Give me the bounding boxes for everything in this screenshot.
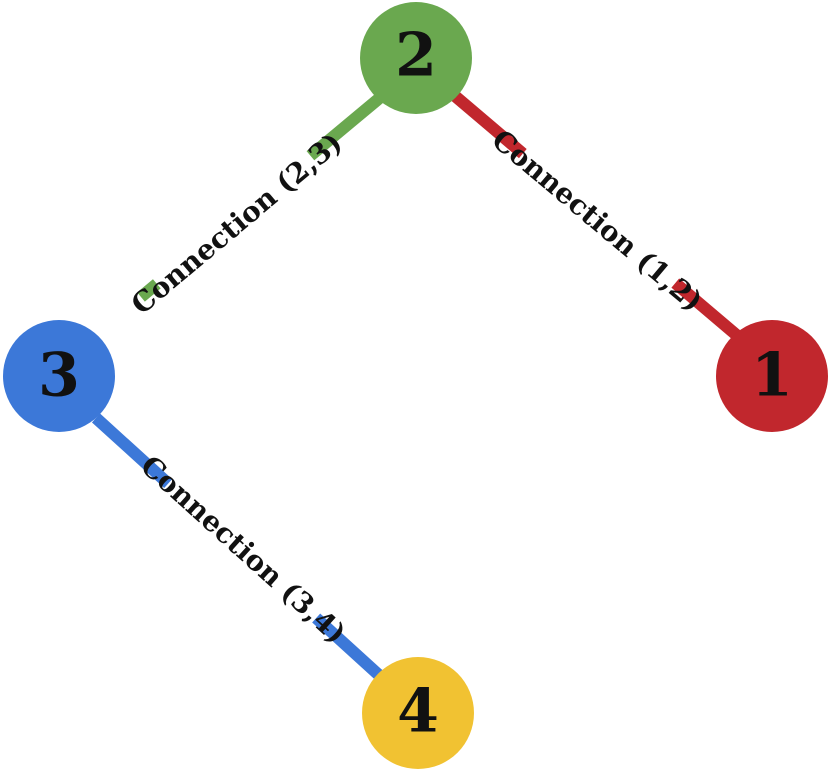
edge-2-3-label: Connection (2,3) xyxy=(125,126,349,321)
node-1-label: 1 xyxy=(751,341,793,411)
edge-2-3: Connection (2,3) xyxy=(125,91,386,321)
edge-1-2-label: Connection (1,2) xyxy=(486,123,710,318)
edge-1-2-label-bg xyxy=(509,143,685,299)
edge-1-2: Connection (1,2) xyxy=(451,91,744,343)
node-2-circle xyxy=(360,2,472,114)
node-3: 3 xyxy=(3,320,115,432)
node-2-label: 2 xyxy=(395,21,437,91)
node-3-circle xyxy=(3,320,115,432)
node-4-circle xyxy=(362,657,474,769)
edge-3-4-label-bg xyxy=(156,470,329,630)
node-1: 1 xyxy=(716,320,828,432)
node-4: 4 xyxy=(362,657,474,769)
node-4-label: 4 xyxy=(397,677,439,747)
node-2: 2 xyxy=(360,2,472,114)
node-3-label: 3 xyxy=(38,341,80,411)
edge-2-3-label-bg xyxy=(149,146,325,302)
node-1-circle xyxy=(716,320,828,432)
edge-3-4: Connection (3,4) xyxy=(91,413,385,681)
edge-3-4-label: Connection (3,4) xyxy=(134,449,352,650)
